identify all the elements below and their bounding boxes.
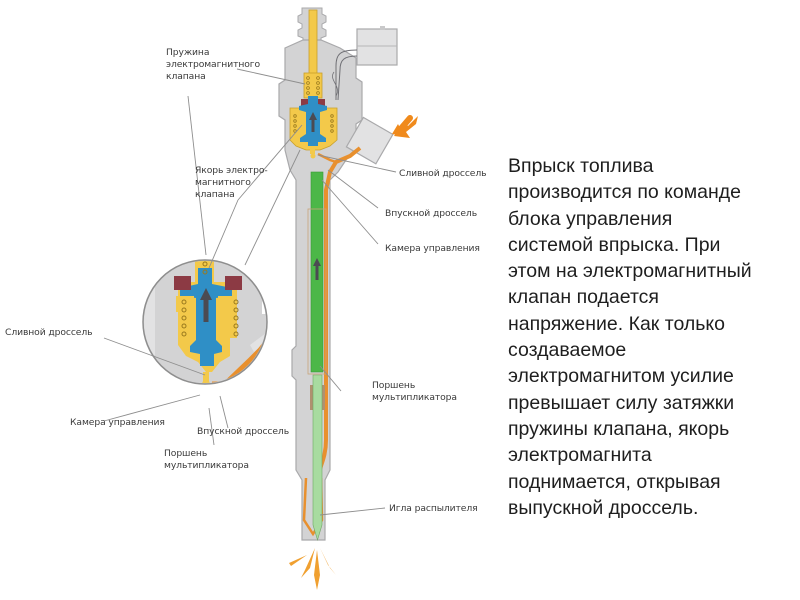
leader-lines <box>103 68 397 516</box>
label-line: Якорь электро- <box>195 165 268 176</box>
label-nozzle-needle: Игла распылителя <box>389 503 478 514</box>
description-line: выпускной дроссель. <box>508 496 699 519</box>
description-line: производится по команде <box>508 181 742 204</box>
injector-body <box>278 7 398 541</box>
label-line: магнитного <box>195 177 251 188</box>
label-outlet-throttle: Сливной дроссель <box>399 168 487 179</box>
nozzle-spring <box>310 385 325 410</box>
solenoid-coil-right <box>316 99 325 106</box>
magnified-coil-left <box>174 276 191 290</box>
flow-direction-arrow-icon <box>313 258 321 280</box>
label-solenoid-armature: Якорь электро- магнитного клапана <box>195 165 268 201</box>
magnified-coil-right <box>225 276 242 290</box>
label-inlet-throttle-magnified: Впускной дроссель <box>197 426 290 437</box>
label-line: клапана <box>195 189 235 200</box>
description-line: напряжение. Как только <box>508 312 726 335</box>
description-line: блока управления <box>508 207 673 230</box>
nozzle-needle <box>312 374 323 542</box>
description-line: системой впрыска. При <box>508 233 721 256</box>
label-solenoid-spring: Пружина электромагнитного клапана <box>166 47 260 83</box>
description-line: поднимается, открывая <box>508 470 721 493</box>
label-line: Пружина <box>166 47 210 58</box>
solenoid-coil-left <box>301 99 310 106</box>
description-line: клапан подается <box>508 286 659 309</box>
description-line: Впрыск топлива <box>508 155 654 177</box>
label-control-chamber: Камера управления <box>385 243 480 254</box>
magnified-view <box>142 259 268 404</box>
label-line: мультипликатора <box>164 460 249 471</box>
label-multiplier-piston: Поршень мультипликатора <box>372 380 457 404</box>
description-line: создаваемое <box>508 339 627 362</box>
flow-direction-arrow-icon <box>200 288 212 322</box>
label-line: Поршень <box>164 448 208 459</box>
description-line: этом на электромагнитный <box>508 260 752 283</box>
electrical-connector <box>356 28 398 66</box>
label-line: электромагнитного <box>166 59 261 70</box>
magnified-piston <box>198 388 214 404</box>
label-outlet-throttle-magnified: Сливной дроссель <box>5 327 93 338</box>
description-line: электромагнита <box>508 444 652 467</box>
label-line: мультипликатора <box>372 392 457 403</box>
fuel-inlet-fitting <box>345 116 394 165</box>
label-control-chamber-magnified: Камера управления <box>70 417 165 428</box>
label-line: Поршень <box>372 380 416 391</box>
description-line: превышает силу затяжки <box>508 391 735 414</box>
description-line: пружины клапана, якорь <box>508 417 730 440</box>
label-multiplier-piston-magnified: Поршень мультипликатора <box>164 448 249 472</box>
flow-direction-arrow-icon <box>309 112 317 132</box>
description-line: электромагнитом усилие <box>508 365 734 388</box>
description-text: Впрыск топлива производится по команде б… <box>508 153 798 521</box>
spray-icon <box>289 548 336 590</box>
label-line: клапана <box>166 71 206 82</box>
label-inlet-throttle: Впускной дроссель <box>385 208 478 219</box>
